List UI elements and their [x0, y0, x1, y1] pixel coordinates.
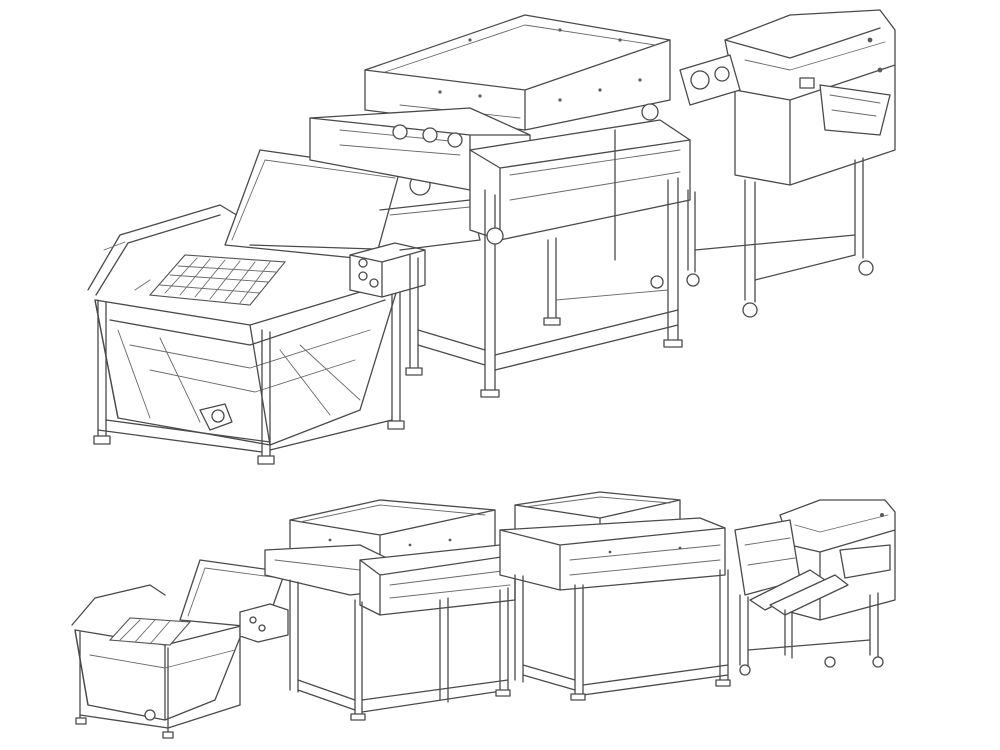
upper-cutter-unit	[650, 9, 896, 318]
upper-breading-applicator	[309, 14, 691, 398]
lower-breading-applicator-2	[499, 491, 731, 701]
lower-batter-tank	[71, 559, 289, 739]
lower-cutter-unit	[734, 499, 896, 676]
lower-breading-applicator-1	[264, 499, 516, 721]
lower-assembly	[71, 491, 896, 739]
basket-perforations	[159, 257, 277, 304]
upper-assembly	[87, 9, 896, 465]
upper-batter-tank	[87, 149, 481, 465]
panel-rivets	[438, 28, 642, 102]
